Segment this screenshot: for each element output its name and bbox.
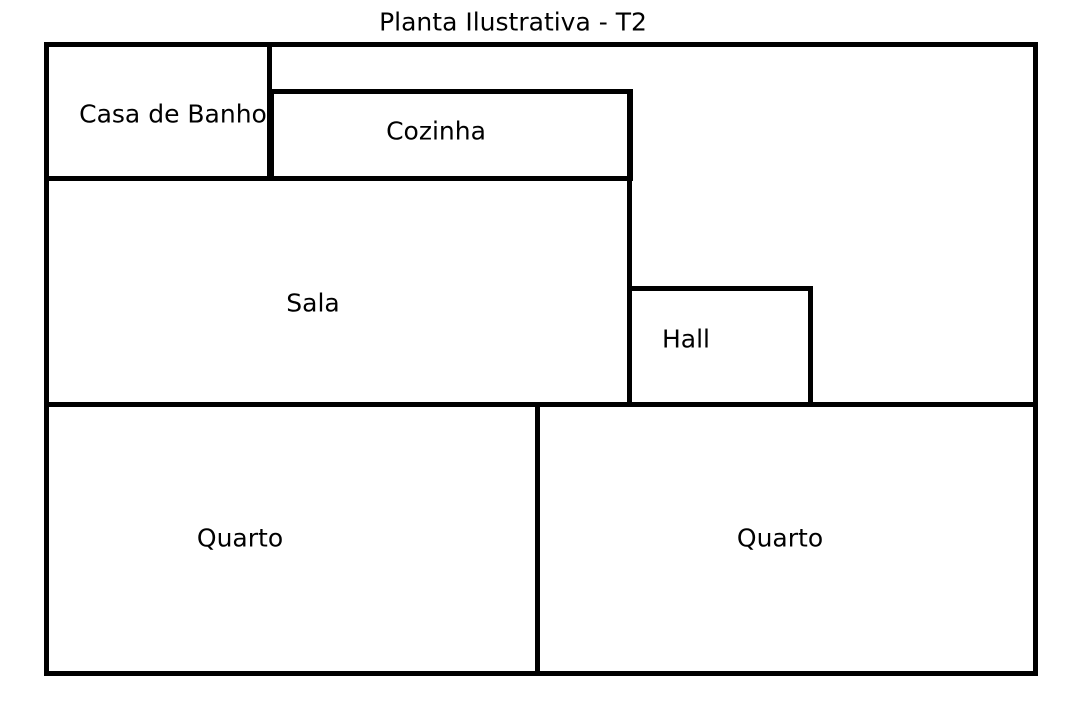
outer-wall [44, 42, 1038, 676]
room-label-cozinha: Cozinha [386, 116, 486, 146]
figure-title: Planta Ilustrativa - T2 [379, 7, 647, 37]
room-label-sala: Sala [286, 288, 340, 318]
living-room-top-wall [45, 176, 633, 181]
hall-walls [627, 286, 813, 407]
room-label-hall: Hall [661, 324, 711, 354]
room-label-casa-de-banho: Casa de Banho [79, 99, 267, 129]
bedroom-divider-wall [535, 404, 540, 676]
room-label-quarto-direito: Quarto [736, 523, 824, 553]
living-room-right-wall [627, 90, 632, 407]
room-label-quarto-esquerdo: Quarto [196, 523, 284, 553]
bedrooms-top-wall [45, 402, 1038, 407]
